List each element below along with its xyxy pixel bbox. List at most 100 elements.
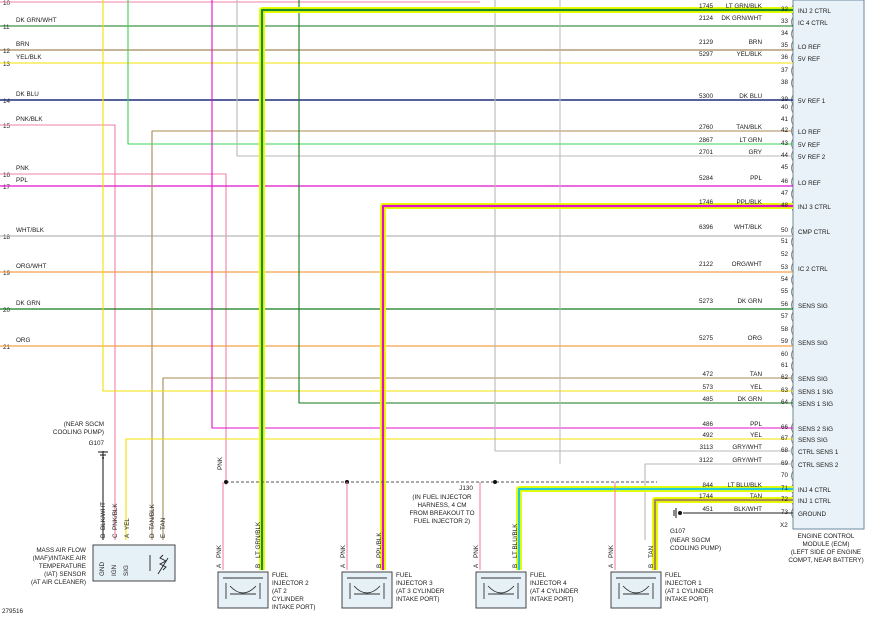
ecm-pin-number: 71 [781,485,789,492]
left-row-number: 12 [3,48,11,55]
wire-inj4-lt-blu-blk [517,487,793,570]
fuel-injector-label: INJECTOR 1 [665,580,702,587]
ecm-pin-number: 50 [781,227,789,234]
g107-right-note: (NEAR SGCM [670,537,710,544]
wire-tan-blk [151,130,793,540]
left-row-number: 13 [3,61,11,68]
fuel-injector-label: INTAKE PORT) [396,596,440,603]
ecm-pin-mark [791,274,794,286]
g107-right-note: COOLING PUMP) [670,545,721,552]
fuel-injector-label: FUEL [665,572,682,579]
fuel-injector-body [610,571,662,609]
fuel-injector-label: CYLINDER [272,596,304,603]
ecm-title: (LEFT SIDE OF ENGINE [791,549,861,556]
injector-pin-a: A [216,563,223,568]
ecm-pin-number: 66 [781,424,789,431]
left-row-label: YEL/BLK [16,54,42,61]
ecm-pin-mark [791,65,794,77]
ecm-wire-color: DK GRN [738,298,763,305]
left-row-number: 21 [3,344,11,351]
ecm-pin-number: 73 [781,509,789,516]
ecm-pin-function: 5V REF [798,56,820,63]
ecm-pin-function: SENS SIG [798,303,828,310]
fuel-injector-label: FUEL [530,572,547,579]
ecm-circuit-number: 2760 [699,124,714,131]
ecm-pin-function: INJ 3 CTRL [798,204,831,211]
ecm-wire-color: GRY/WHT [732,444,762,451]
ecm-wire-color: BRN [749,39,763,46]
ecm-pin-mark [791,52,794,64]
ecm-pin-number: 62 [781,374,789,381]
left-row-number: 18 [3,234,11,241]
fuel-injector-body [341,571,393,609]
left-row-number: 19 [3,270,11,277]
ecm-pin-mark [791,286,794,298]
ecm-circuit-number: 2129 [699,39,714,46]
ecm-pin-function: INJ 4 CTRL [798,487,831,494]
ecm-pin-mark [791,28,794,40]
g107-left-note: COOLING PUMP) [53,429,104,436]
ecm-pin-function: IC 2 CTRL [798,266,828,273]
ecm-wire-color: YEL [750,432,762,439]
injector-b-wire-label: LT BLU/BLK [512,523,519,558]
ecm-wire-color: DK BLU [739,93,762,100]
ecm-pin-mark [791,360,794,372]
fuel-injector-label: (AT 1 CYLINDER [665,588,714,595]
ecm-pin-number: 69 [781,460,789,467]
ecm-wire-color: YEL [750,384,762,391]
maf-pin-wire: YEL [124,518,131,530]
figure-id: 279516 [2,608,24,615]
ecm-pin-function: SENS SIG [798,340,828,347]
ecm-pin-mark [791,324,794,336]
maf-pin-wire: PNK/BLK [112,503,119,530]
fuel-injector-icon [616,577,656,599]
left-row-label: ORG/WHT [16,263,47,270]
fuel-injector-icon [223,577,263,599]
left-row-label: DK GRN/WHT [16,17,57,24]
injector-pin-b: B [376,564,383,568]
left-row-number: 20 [3,307,11,314]
pnk-wire-label: PNK [217,456,224,470]
ecm-circuit-number: 5297 [699,51,714,58]
wire-inj2-lt-grn-blk [260,8,793,570]
ecm-circuit-number: 485 [702,396,713,403]
fuel-injector-label: INJECTOR 3 [396,580,433,587]
splice-dot [493,480,497,484]
ecm-circuit-number: 2867 [699,137,714,144]
maf-label: (MAF)/INTAKE AIR [33,555,87,562]
left-row-label: WHT/BLK [16,227,45,234]
ecm-pin-number: 46 [781,178,789,185]
ecm-circuit-number: 6396 [699,224,714,231]
fuel-injector-label: (AT 2 [272,588,287,595]
ecm-pin-number: 35 [781,42,789,49]
maf-inner-label: GND [99,562,106,576]
ecm-wire-color: ORG [748,335,762,342]
ecm-pin-number: 53 [781,264,789,271]
ecm-pin-function: CTRL SENS 1 [798,449,839,456]
maf-label: (AT AIR CLEANER) [31,579,86,586]
ecm-circuit-number: 2124 [699,15,714,22]
left-row-label: PPL [16,177,28,184]
ecm-pin-function: 5V REF 1 [798,98,826,105]
ecm-circuit-number: 486 [702,421,713,428]
ecm-pin-function: CTRL SENS 2 [798,462,839,469]
maf-pin-letter: D [149,533,156,538]
left-row-label: DK GRN [16,300,41,307]
ecm-pin-number: 33 [781,18,789,25]
fuel-injector-label: INTAKE PORT) [665,596,709,603]
ecm-pin-function: SENS SIG [798,376,828,383]
maf-pin-letter: C [112,533,119,538]
wire-ppl-66 [211,0,793,429]
wire-lt-grn [127,0,793,145]
left-row-number: 15 [3,123,11,130]
left-row-number: 17 [3,184,11,191]
ecm-pin-number: 54 [781,276,789,283]
maf-pin-wire: TAN [160,517,167,530]
left-row-label: DK BLU [16,91,39,98]
left-row-number: 14 [3,98,11,105]
splice-dot [224,480,228,484]
fuel-injector-label: (AT 4 CYLINDER [530,588,579,595]
ecm-pin-function: SENS 1 SIG [798,401,833,408]
left-row-label: PNK [16,165,30,172]
